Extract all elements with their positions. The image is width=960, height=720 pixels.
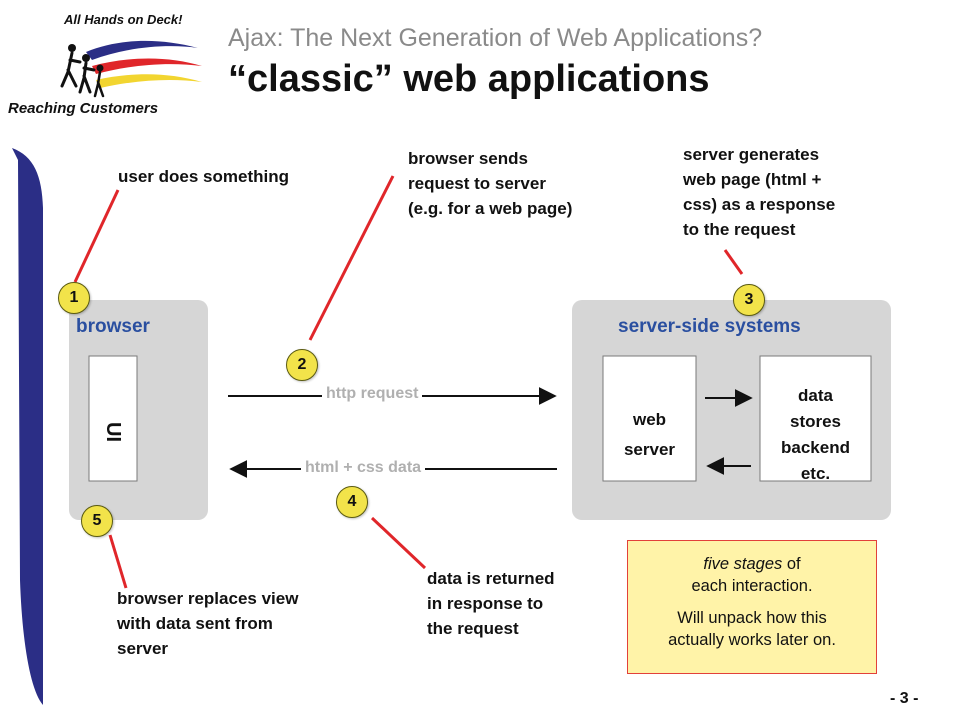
http-request-label: http request [322, 385, 423, 403]
step-badge-3: 3 [733, 284, 765, 316]
logo-tagline: All Hands on Deck! [64, 12, 183, 27]
callout-2-line: (e.g. for a web page) [408, 199, 573, 218]
step-badge-5: 5 [81, 505, 113, 537]
callout-5-line: browser replaces view [117, 589, 299, 608]
callout-4-line: in response to [427, 594, 544, 613]
ui-box [88, 355, 138, 482]
callout-line-1 [73, 189, 120, 283]
note-rest: of [782, 555, 801, 573]
html-css-data-label: html + css data [301, 459, 426, 477]
data-stores-line: backend [781, 438, 850, 457]
callout-3-line: css) as a response [683, 195, 836, 214]
data-stores-line: stores [789, 412, 842, 431]
callout-1: user does something [118, 167, 289, 186]
callout-3-line: to the request [683, 220, 796, 239]
ui-label: UI [102, 422, 124, 442]
note-line-4: actually works later on. [668, 631, 836, 649]
callout-line-5 [108, 534, 128, 589]
note-line-2: each interaction. [691, 577, 813, 595]
web-server-line: web [632, 410, 667, 429]
web-server-line: server [623, 440, 676, 459]
slide-title: “classic” web applications [228, 58, 710, 100]
step-badge-4: 4 [336, 486, 368, 518]
browser-label: browser [76, 316, 150, 337]
data-stores-text: data stores backend etc. [760, 383, 871, 487]
callout-2-line: request to server [408, 174, 546, 193]
step-badge-1: 1 [58, 282, 90, 314]
data-stores-box [759, 355, 872, 482]
callout-line-4 [370, 516, 427, 570]
note-line-3: Will unpack how this [677, 609, 827, 627]
logo-graphic [60, 40, 202, 98]
slide-subtitle: Ajax: The Next Generation of Web Applica… [228, 24, 763, 52]
data-stores-line: data [798, 386, 833, 405]
data-stores-line: etc. [800, 464, 831, 483]
callout-4-line: data is returned [427, 569, 555, 588]
callout-2-line: browser sends [408, 149, 528, 168]
callout-4: data is returned in response to the requ… [427, 566, 555, 641]
note-italic: five stages [703, 555, 783, 573]
note-box: five stages of each interaction. Will un… [627, 540, 877, 674]
web-server-text: web server [603, 405, 696, 465]
callout-2: browser sends request to server (e.g. fo… [408, 146, 572, 221]
callout-3-line: web page (html + [683, 170, 822, 189]
logo-caption: Reaching Customers [8, 100, 159, 117]
step-badge-2: 2 [286, 349, 318, 381]
web-server-box [602, 355, 697, 482]
callout-line-2 [308, 175, 395, 341]
note-line-1: five stages of [628, 553, 876, 575]
page-number: - 3 - [890, 690, 919, 707]
server-label: server-side systems [618, 316, 801, 337]
callout-line-3 [723, 249, 744, 275]
callout-5-line: server [117, 639, 169, 658]
left-sidebar-shape [12, 148, 43, 705]
callout-3: server generates web page (html + css) a… [683, 142, 835, 242]
callout-3-line: server generates [683, 145, 820, 164]
callout-5: browser replaces view with data sent fro… [117, 586, 298, 661]
callout-5-line: with data sent from [117, 614, 273, 633]
callout-4-line: the request [427, 619, 519, 638]
